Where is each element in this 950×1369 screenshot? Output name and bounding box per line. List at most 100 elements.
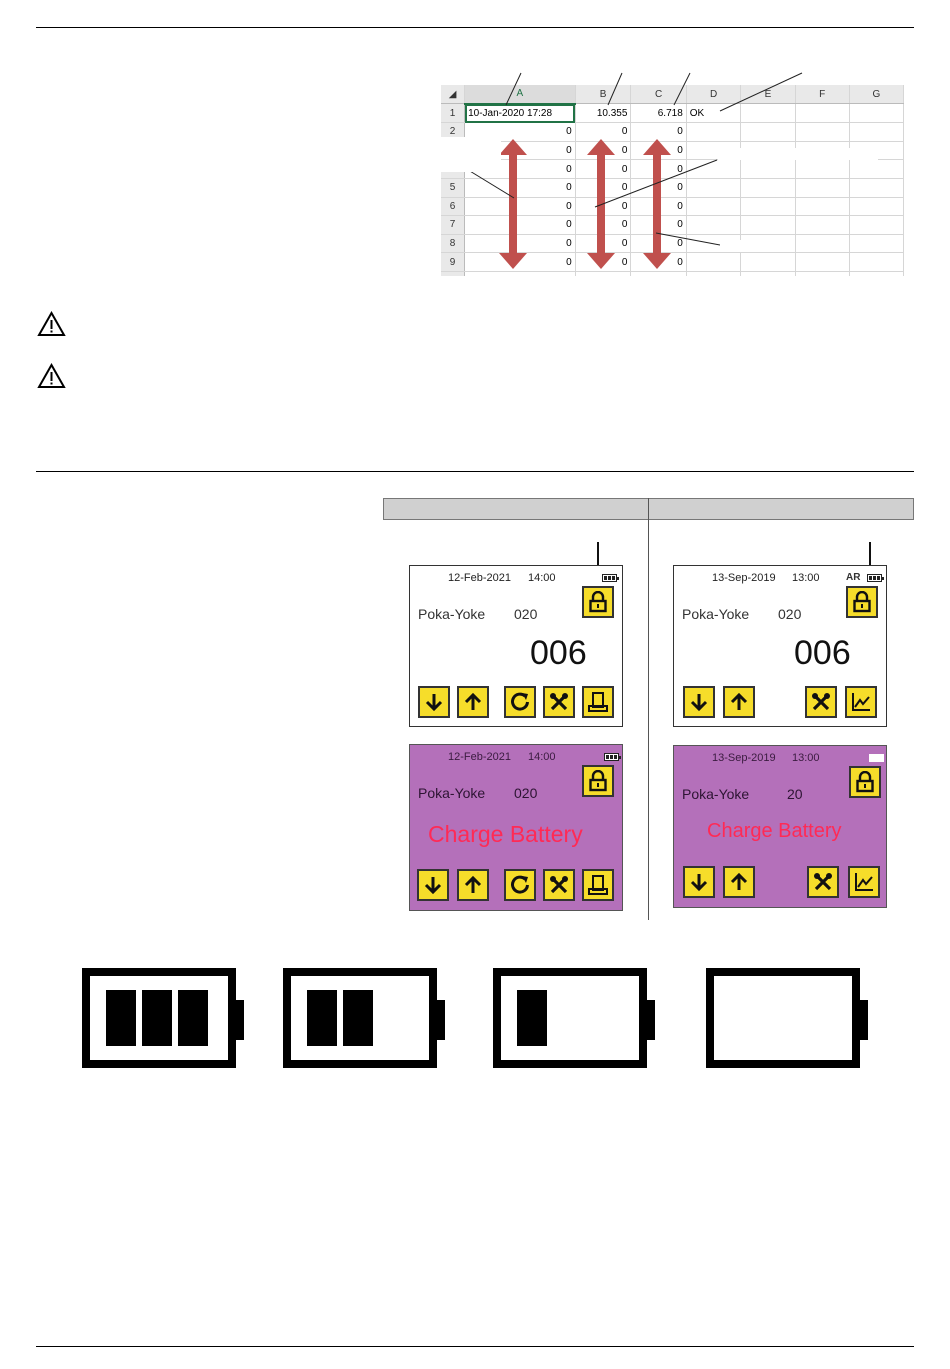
- cell-f[interactable]: [795, 271, 850, 276]
- row-header[interactable]: 6: [441, 197, 466, 217]
- cell-g[interactable]: [849, 159, 904, 179]
- cell-f[interactable]: [795, 252, 850, 272]
- cell-g[interactable]: [849, 178, 904, 198]
- cell-e[interactable]: [740, 197, 796, 217]
- row-header[interactable]: 8: [441, 234, 466, 254]
- cell-g[interactable]: [849, 271, 904, 276]
- cell-f[interactable]: [795, 197, 850, 217]
- cell-a[interactable]: 0: [464, 197, 576, 217]
- cell-f[interactable]: [795, 234, 850, 254]
- cell-e[interactable]: [740, 215, 796, 235]
- settings-button[interactable]: [543, 686, 575, 718]
- battery-bar: [343, 990, 373, 1046]
- comparison-header-left: [383, 498, 649, 520]
- cell-f[interactable]: [795, 178, 850, 198]
- column-header-b[interactable]: B: [575, 85, 632, 105]
- cell-d1-status[interactable]: OK: [686, 103, 742, 124]
- cell-a[interactable]: 0: [464, 122, 576, 142]
- settings-button[interactable]: [543, 869, 575, 901]
- cell-g[interactable]: [849, 215, 904, 235]
- settings-button[interactable]: [805, 686, 837, 718]
- up-button[interactable]: [457, 869, 489, 901]
- down-button[interactable]: [417, 869, 449, 901]
- screen-date: 13-Sep-2019: [712, 572, 776, 584]
- column-header-c[interactable]: C: [630, 85, 687, 105]
- cell-e[interactable]: [740, 178, 796, 198]
- cell-d[interactable]: [686, 215, 742, 235]
- cell-d[interactable]: [686, 178, 742, 198]
- cell-d[interactable]: [686, 252, 742, 272]
- cell-b[interactable]: 0: [575, 271, 632, 276]
- battery-full-icon: [82, 968, 244, 1068]
- cell-f[interactable]: [795, 159, 850, 179]
- reset-button[interactable]: [504, 869, 536, 901]
- lock-button[interactable]: [582, 586, 614, 618]
- cell-d[interactable]: [686, 122, 742, 142]
- chart-button[interactable]: [848, 866, 880, 898]
- row-header[interactable]: 7: [441, 215, 466, 235]
- cell-b[interactable]: 0: [575, 122, 632, 142]
- down-button[interactable]: [683, 686, 715, 718]
- cell-d[interactable]: [686, 271, 742, 276]
- chart-button[interactable]: [845, 686, 877, 718]
- battery-empty-indicator-icon: [869, 754, 884, 762]
- cell-c1[interactable]: 6.718: [630, 103, 687, 124]
- cell-c[interactable]: 0: [630, 122, 687, 142]
- cell-e[interactable]: [740, 252, 796, 272]
- cell-f[interactable]: [795, 122, 850, 142]
- cell-e[interactable]: [740, 122, 796, 142]
- settings-button[interactable]: [807, 866, 839, 898]
- down-button[interactable]: [418, 686, 450, 718]
- cell-f[interactable]: [795, 215, 850, 235]
- cell-a[interactable]: 0: [464, 271, 576, 276]
- cell-d[interactable]: [686, 159, 742, 179]
- cell-e1[interactable]: [740, 103, 796, 124]
- cell-e[interactable]: [740, 159, 796, 179]
- cell-b1[interactable]: 10.355: [575, 103, 632, 124]
- down-button[interactable]: [683, 866, 715, 898]
- lock-button[interactable]: [849, 766, 881, 798]
- up-button[interactable]: [723, 686, 755, 718]
- cell-c[interactable]: 0: [630, 271, 687, 276]
- line-chart-icon: [852, 693, 870, 711]
- up-button[interactable]: [457, 686, 489, 718]
- cell-a1-timestamp[interactable]: 10-Jan-2020 17:28: [464, 103, 576, 124]
- up-button[interactable]: [723, 866, 755, 898]
- cell-a[interactable]: 0: [464, 215, 576, 235]
- row-header[interactable]: 9: [441, 252, 466, 272]
- cell-d[interactable]: [686, 197, 742, 217]
- cell-g1[interactable]: [849, 103, 904, 124]
- column-header-g[interactable]: G: [849, 85, 904, 105]
- cell-a[interactable]: 0: [464, 178, 576, 198]
- lock-button[interactable]: [846, 586, 878, 618]
- cell-g[interactable]: [849, 234, 904, 254]
- lock-button[interactable]: [582, 765, 614, 797]
- column-header-e[interactable]: E: [740, 85, 796, 105]
- cell-e[interactable]: [740, 271, 796, 276]
- print-button[interactable]: [582, 869, 614, 901]
- cell-g[interactable]: [849, 197, 904, 217]
- screen-date: 12-Feb-2021: [448, 751, 511, 763]
- cell-g[interactable]: [849, 252, 904, 272]
- screen-date: 12-Feb-2021: [448, 572, 511, 584]
- warning-icon: [37, 311, 66, 336]
- cell-a[interactable]: 0: [464, 234, 576, 254]
- select-all-corner[interactable]: ◢: [441, 85, 466, 105]
- arrow-down-icon: [425, 694, 443, 712]
- arrow-up-icon: [730, 692, 748, 710]
- cell-g[interactable]: [849, 122, 904, 142]
- cell-f1[interactable]: [795, 103, 850, 124]
- row-header[interactable]: 10: [441, 271, 466, 276]
- column-header-d[interactable]: D: [686, 85, 742, 105]
- print-button[interactable]: [582, 686, 614, 718]
- column-header-a[interactable]: A: [464, 85, 576, 105]
- column-header-f[interactable]: F: [795, 85, 850, 105]
- row-header[interactable]: 2: [441, 122, 466, 142]
- row-header[interactable]: 1: [441, 103, 466, 124]
- reset-button[interactable]: [504, 686, 536, 718]
- lock-icon: [589, 591, 607, 613]
- cell-a[interactable]: 0: [464, 252, 576, 272]
- row-header[interactable]: 5: [441, 178, 466, 198]
